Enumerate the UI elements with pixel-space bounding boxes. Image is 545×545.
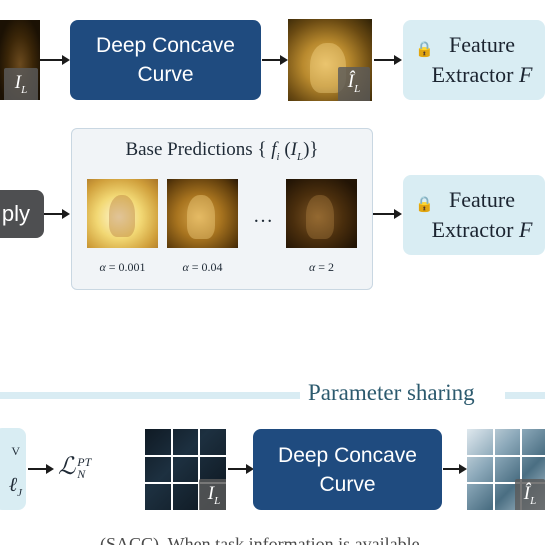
alpha-label-1: α = 0.04	[182, 260, 223, 274]
cat-silhouette	[306, 195, 334, 239]
grid-line	[493, 429, 495, 510]
grid-line	[467, 482, 545, 484]
arrow-night-to-dcc	[228, 464, 254, 474]
output-image-tag: ÎL	[338, 67, 370, 101]
grid-line	[520, 429, 522, 510]
caption-fragment: (SACC). When task information is availab…	[100, 534, 420, 545]
lock-icon: 🔒	[415, 42, 434, 58]
base-predictions-panel: Base Predictions { fi (IL)} … α = 0.001 …	[71, 128, 373, 290]
enhanced-image-top: ÎL	[288, 19, 372, 101]
arrow-input-to-dcc	[40, 55, 70, 65]
base-predictions-title: Base Predictions { fi (IL)}	[125, 139, 319, 163]
prediction-image-alpha-0-001	[87, 179, 158, 248]
lock-icon: 🔒	[415, 197, 434, 213]
parameter-sharing-title: Parameter sharing	[308, 380, 475, 405]
ellipsis-text: …	[253, 205, 273, 227]
prediction-image-alpha-0-04	[167, 179, 238, 248]
apply-button: ply	[0, 190, 44, 238]
alpha-label-0: α = 0.001	[99, 260, 146, 274]
arrow-panel-to-feature	[373, 209, 402, 219]
section-divider-left	[0, 392, 300, 399]
input-image-tag-bottom: IL	[199, 479, 226, 510]
arrow-apply-to-panel	[44, 209, 70, 219]
apply-label: ply	[1, 201, 30, 226]
arrow-dcc-to-output	[262, 55, 288, 65]
alpha-label-2: α = 2	[308, 260, 335, 274]
deep-concave-curve-label-top: Deep Concave Curve	[96, 34, 235, 86]
input-image-night: IL	[145, 429, 226, 510]
cat-silhouette	[109, 195, 135, 237]
grid-line	[171, 429, 173, 510]
arrow-dcc-to-frost	[443, 464, 467, 474]
input-image-tag: IL	[4, 68, 38, 100]
grid-line	[467, 455, 545, 457]
left-fragment-box: V ℓJ	[0, 428, 26, 510]
grid-line	[198, 429, 200, 510]
deep-concave-curve-box-top: Deep Concave Curve	[70, 20, 261, 100]
section-divider-right	[505, 392, 545, 399]
arrow-to-loss	[28, 464, 54, 474]
loss-label: ℒ PT N	[58, 454, 92, 482]
deep-concave-curve-label-bottom: Deep Concave Curve	[278, 443, 417, 496]
arrow-output-to-feature	[374, 55, 402, 65]
left-fragment-top: V	[11, 444, 20, 458]
cat-silhouette	[187, 195, 215, 239]
prediction-image-alpha-2	[286, 179, 357, 248]
input-image-dark: IL	[0, 20, 40, 100]
grid-line	[145, 455, 226, 457]
grid-line	[145, 482, 226, 484]
left-fragment-bottom: ℓJ	[8, 474, 22, 499]
enhanced-image-frost: ÎL	[467, 429, 545, 510]
output-image-tag-bottom: ÎL	[515, 479, 545, 510]
deep-concave-curve-box-bottom: Deep Concave Curve	[253, 429, 442, 510]
